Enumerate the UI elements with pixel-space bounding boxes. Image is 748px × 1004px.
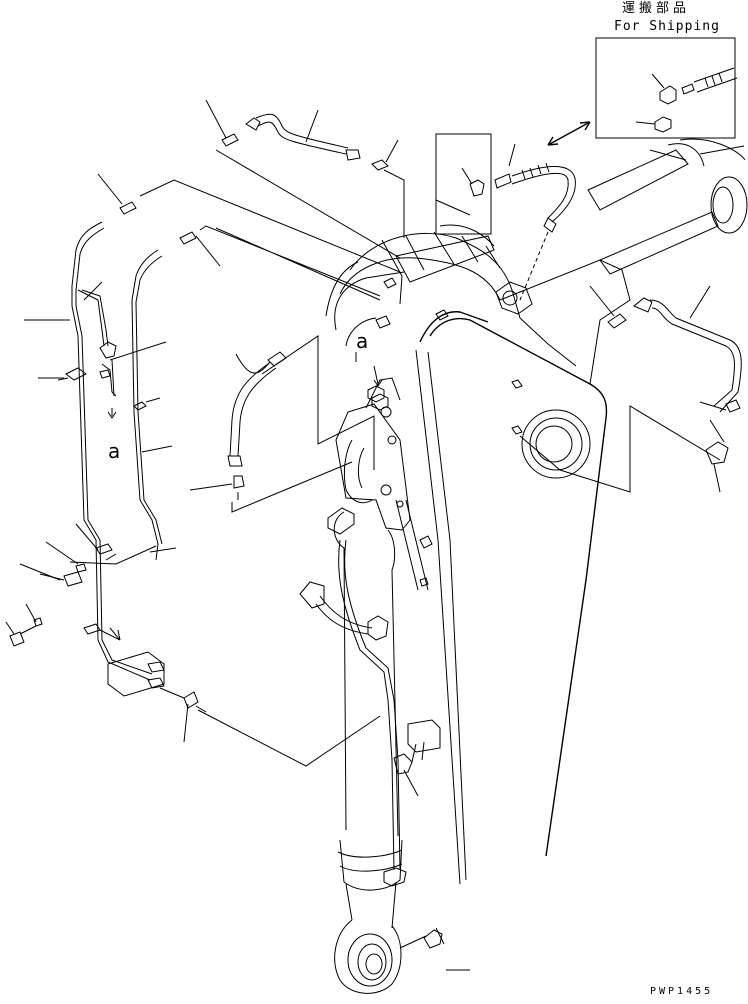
top-hose-group [435,133,576,301]
shipping-title-en: For Shipping [614,19,720,34]
detail-mark-center: a [356,329,368,353]
shipping-title-jp: 運搬部品 [622,1,690,16]
boom-structure [325,138,748,885]
right-tube [589,285,742,493]
boom-cylinder [299,507,445,994]
detail-mark-left: a [108,439,120,463]
shipping-arrow [547,121,591,146]
left-tube-assembly [5,173,401,767]
shipping-parts-box [595,37,738,139]
center-hose [189,335,375,513]
top-left-tube [205,99,405,259]
drawing-code: PWP1455 [650,986,713,997]
